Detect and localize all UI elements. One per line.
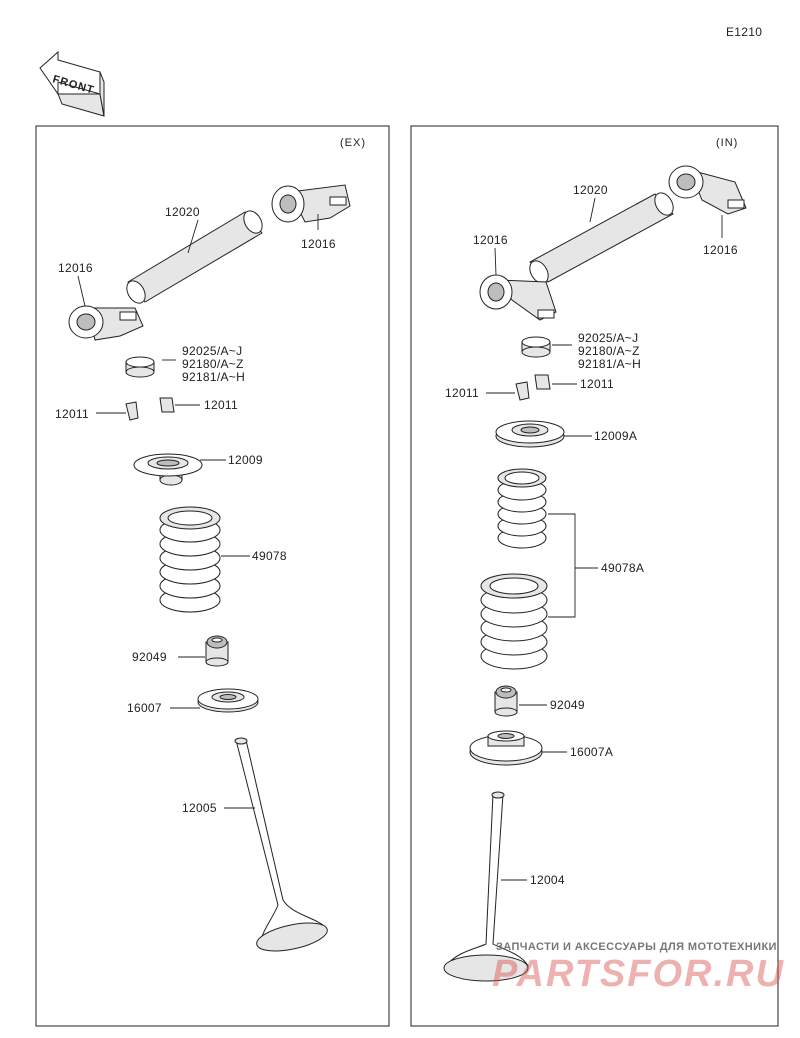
ex-panel-frame — [35, 125, 390, 1027]
in-label-shim-1: 92025/A~J — [578, 331, 638, 345]
in-arm-left-leader — [494, 247, 497, 276]
in-label-spring: 49078A — [601, 561, 644, 575]
in-retainer — [495, 420, 565, 448]
ex-rocker-arm-right — [271, 184, 351, 223]
in-label-shim-2: 92180/A~Z — [578, 344, 640, 358]
ex-label-valve: 12005 — [182, 801, 217, 815]
ex-label-cotter-left: 12011 — [55, 407, 89, 421]
in-spring-seat — [469, 730, 543, 766]
ex-shim — [125, 356, 155, 378]
ex-valve-stem-seal — [205, 635, 229, 667]
in-rocker-arm-left — [479, 274, 557, 321]
in-label-cotter-right: 12011 — [580, 377, 614, 391]
ex-cotter-left — [125, 401, 139, 421]
in-label-cotter-left: 12011 — [445, 386, 479, 400]
watermark-logo: PARTSFOR.RU — [492, 953, 785, 995]
in-label-retainer: 12009A — [594, 429, 637, 443]
watermark-tagline: ЗАПЧАСТИ И АКСЕССУАРЫ ДЛЯ МОТОТЕХНИКИ — [496, 941, 777, 953]
in-spring-bracket — [548, 513, 598, 618]
ex-label-arm-left: 12016 — [58, 261, 93, 275]
in-outer-spring — [480, 573, 548, 670]
ex-label-retainer: 12009 — [228, 453, 263, 467]
in-label-valve: 12004 — [530, 873, 565, 887]
in-rocker-arm-right — [668, 165, 747, 215]
in-shaft-leader — [589, 197, 596, 223]
in-valve — [443, 791, 529, 982]
ex-shaft-leader — [187, 219, 199, 254]
ex-label-shim-2: 92180/A~Z — [182, 357, 244, 371]
in-label-shaft: 12020 — [573, 183, 608, 197]
ex-valve — [234, 737, 328, 952]
in-valve-stem-seal — [494, 685, 518, 717]
in-label-arm-right: 12016 — [703, 243, 738, 257]
in-inner-spring — [497, 468, 547, 549]
ex-arm-left-leader — [77, 275, 86, 307]
in-cotter-right — [534, 374, 551, 390]
ex-rocker-shaft — [126, 210, 263, 304]
front-arrow-icon: FRONT — [39, 50, 105, 117]
diagram-code: E1210 — [726, 25, 762, 39]
in-panel-frame — [410, 125, 779, 1027]
in-label-seat: 16007A — [570, 745, 613, 759]
ex-label-cotter-right: 12011 — [204, 398, 238, 412]
ex-label-seat: 16007 — [127, 701, 162, 715]
in-panel-header: (IN) — [716, 137, 738, 149]
ex-label-arm-right: 12016 — [301, 237, 336, 251]
ex-spring-seat — [197, 688, 259, 713]
in-shim — [521, 336, 551, 358]
in-rocker-shaft — [529, 192, 674, 284]
ex-panel-header: (EX) — [340, 137, 366, 149]
ex-label-shim-1: 92025/A~J — [182, 344, 242, 358]
ex-rocker-arm-left — [68, 305, 144, 341]
in-cotter-left — [515, 381, 530, 401]
in-label-seal: 92049 — [550, 698, 585, 712]
in-label-shim-3: 92181/A~H — [578, 357, 641, 371]
ex-valve-spring — [159, 506, 221, 613]
ex-label-shim-3: 92181/A~H — [182, 370, 245, 384]
ex-label-seal: 92049 — [132, 650, 167, 664]
ex-label-shaft: 12020 — [165, 205, 200, 219]
ex-retainer — [133, 453, 203, 486]
ex-cotter-right — [159, 397, 175, 413]
ex-label-spring: 49078 — [252, 549, 287, 563]
in-label-arm-left: 12016 — [473, 233, 508, 247]
